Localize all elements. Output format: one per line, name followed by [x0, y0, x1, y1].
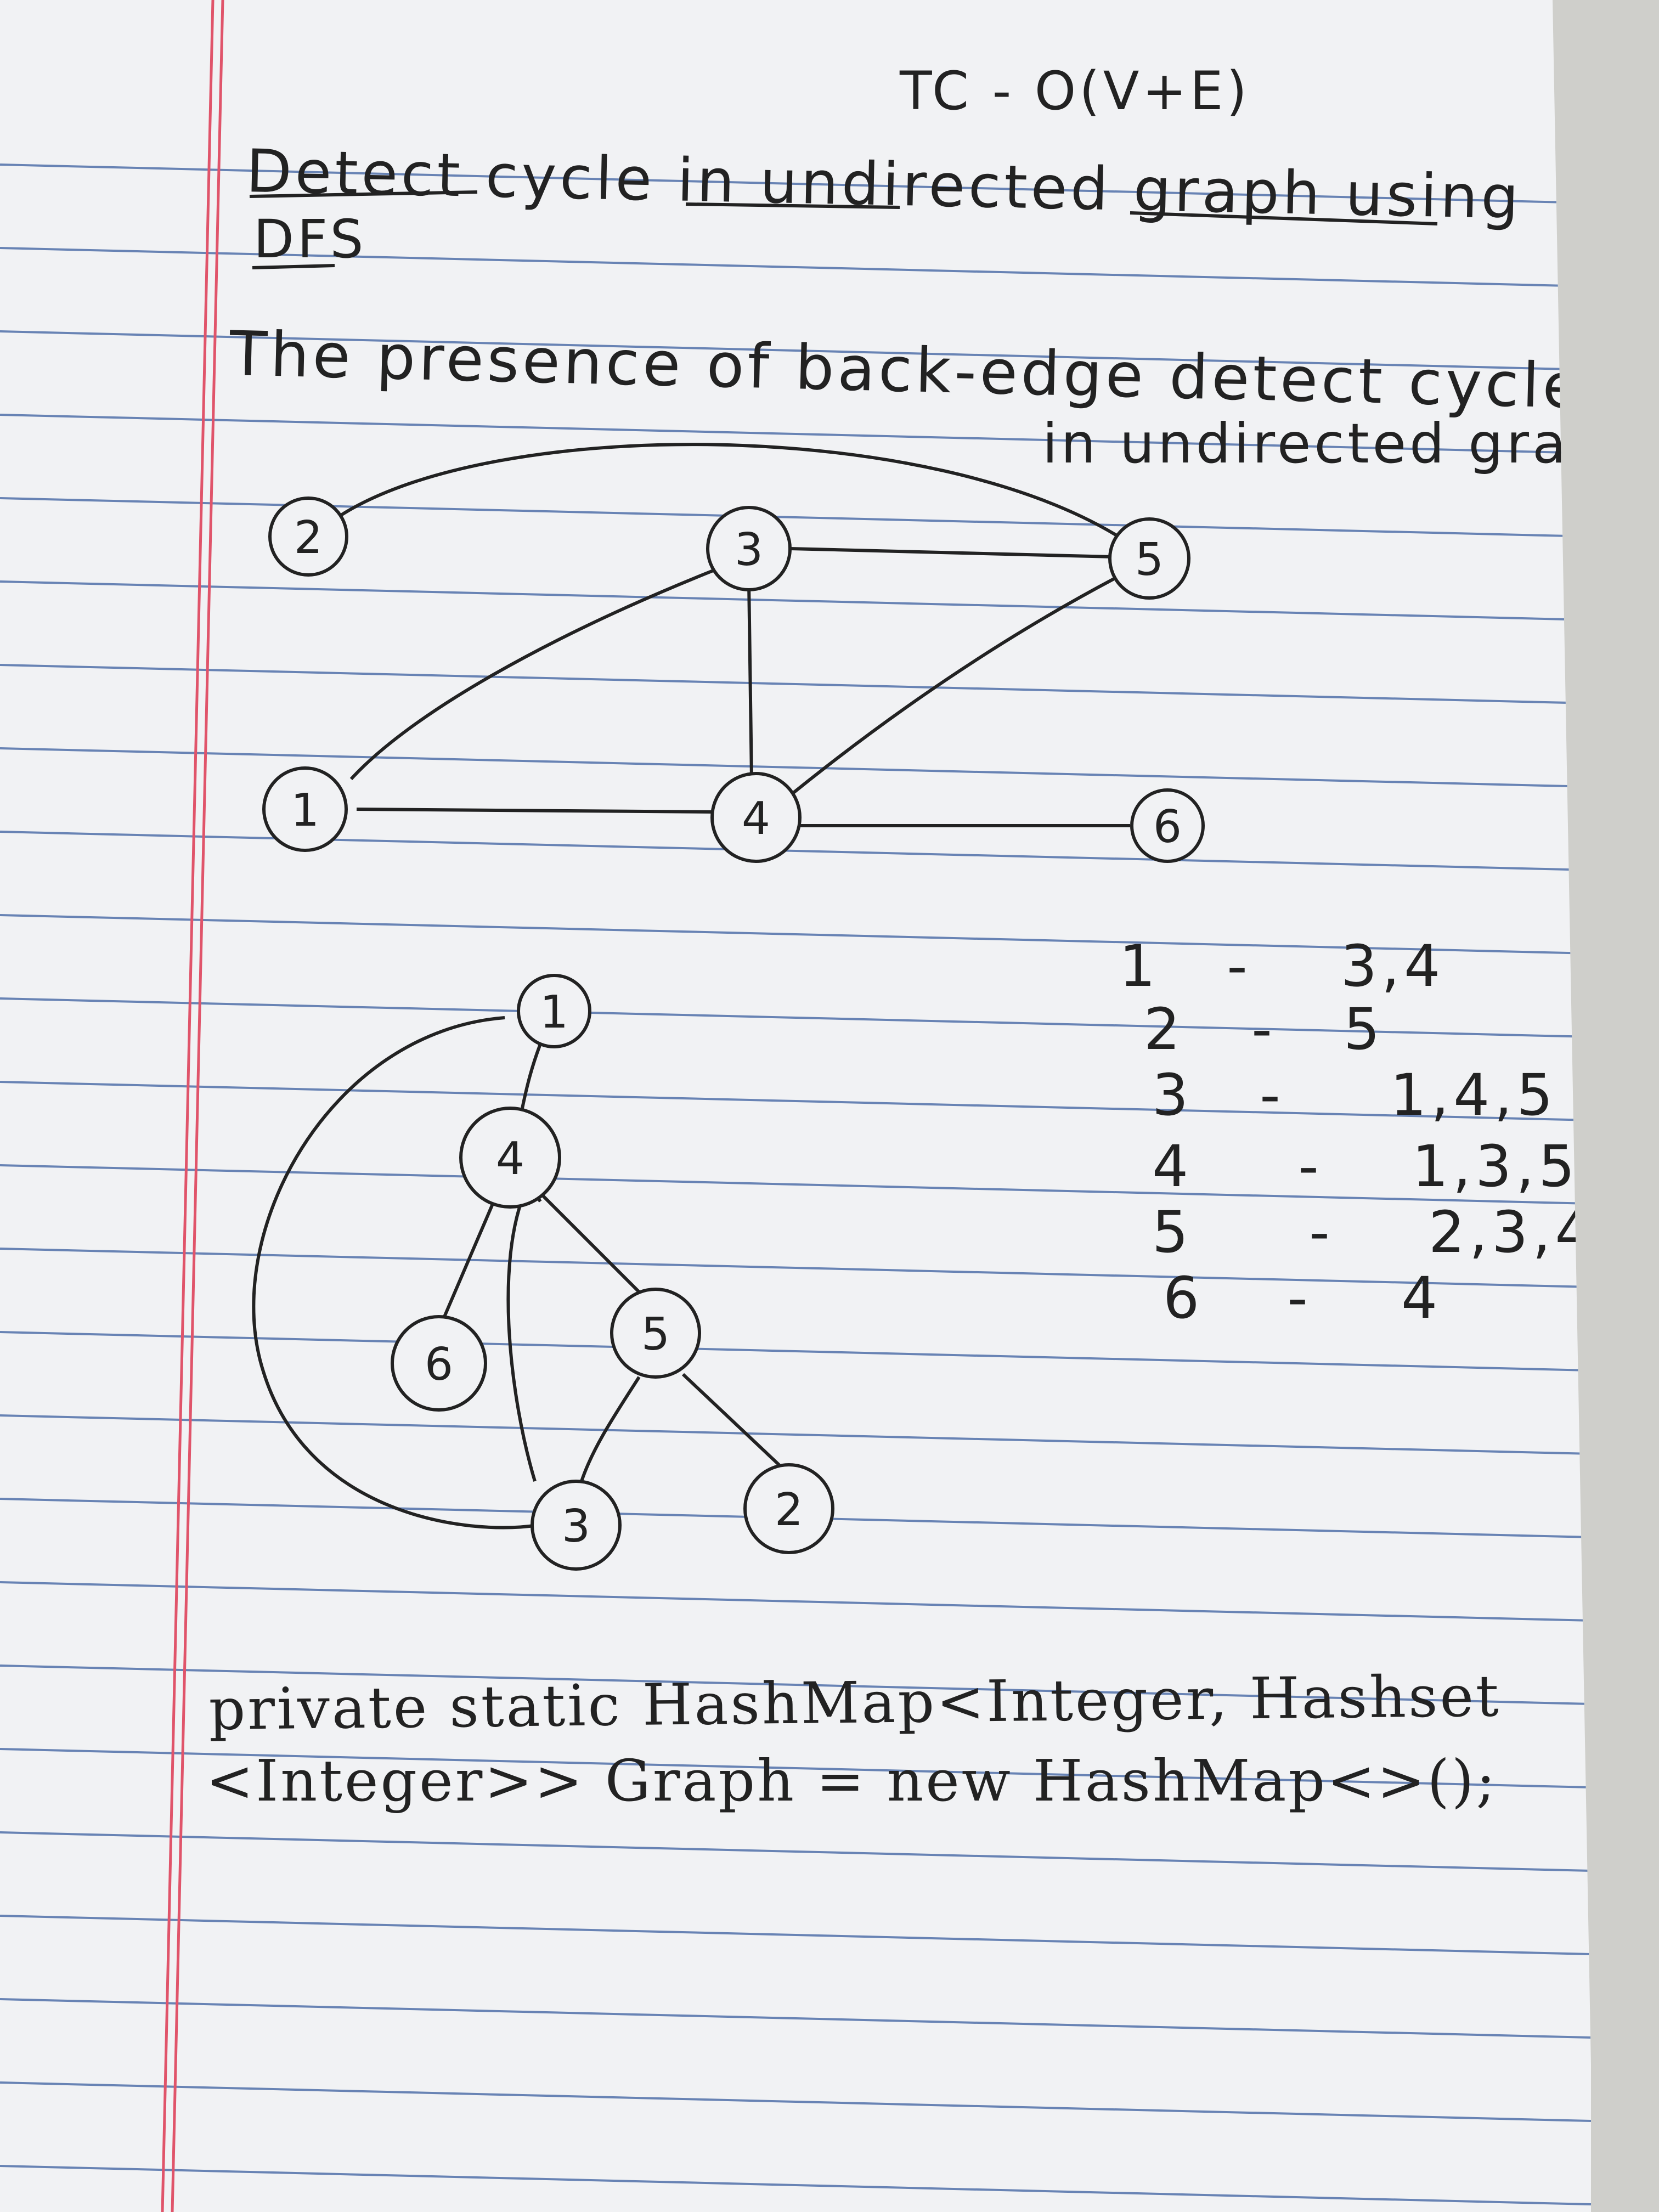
edge-2-5	[339, 443, 1126, 542]
ruled-lines	[0, 0, 1592, 2212]
back-edge-3-1	[252, 1016, 538, 1530]
ruled-line	[0, 1581, 1592, 1622]
adj-node: 2	[1144, 996, 1185, 1063]
adj-dash: -	[1287, 1265, 1312, 1331]
node-label: 5	[641, 1308, 670, 1361]
ruled-line	[0, 1915, 1592, 1955]
ruled-line	[0, 1164, 1592, 1205]
adj-dash: -	[1298, 1133, 1323, 1200]
ruled-line	[0, 997, 1592, 1038]
note-line-2: in undirected graph.	[1042, 411, 1659, 476]
margin-line	[171, 0, 224, 2212]
ruled-line	[0, 1248, 1592, 1288]
tree-node	[391, 1315, 487, 1412]
margin-line	[161, 0, 215, 2212]
tree-edge-5-3	[580, 1376, 641, 1482]
ruled-line	[0, 2081, 1592, 2122]
ruled-line	[0, 1831, 1592, 1872]
adjacency-row: 3 - 1,4,5	[1152, 1062, 1558, 1128]
tree-node	[459, 1107, 561, 1209]
ruled-line	[0, 247, 1592, 287]
ruled-line	[0, 1331, 1592, 1372]
node-label: 2	[294, 512, 323, 564]
code-line-2: <Integer>> Graph = new HashMap<>();	[206, 1747, 1498, 1814]
adjacency-row: 1 - 3,4	[1119, 933, 1444, 1000]
node-label: 5	[1135, 534, 1164, 586]
notebook-page: TC - O(V+E) Detect cycle in undirected g…	[0, 0, 1594, 2212]
ruled-line	[0, 2165, 1592, 2205]
edge-1-4	[356, 808, 714, 814]
ruled-line	[0, 1081, 1592, 1121]
graph-node	[268, 496, 348, 577]
ruled-line	[0, 163, 1592, 204]
edge-3-4	[747, 581, 753, 780]
ruled-line	[0, 1664, 1592, 1705]
page-title-continued: DFS	[253, 208, 367, 270]
graph-node	[1108, 517, 1190, 600]
node-label: 4	[496, 1133, 524, 1185]
adjacency-row: 5 - 2,3,4	[1152, 1199, 1596, 1266]
ruled-line	[0, 831, 1592, 871]
adj-dash: -	[1260, 1062, 1285, 1128]
complexity-note: TC - O(V+E)	[900, 60, 1250, 122]
adj-node: 1	[1119, 933, 1160, 1000]
tree-edge-4-5	[541, 1194, 644, 1296]
node-label: 1	[540, 986, 568, 1039]
ruled-line	[0, 1414, 1592, 1455]
node-label: 1	[291, 785, 319, 837]
adj-neighbors: 2,3,4	[1428, 1199, 1596, 1266]
graph-node	[1130, 788, 1205, 863]
dfs-tree: 1 4 6 5 3 2	[252, 974, 834, 1571]
back-edge-3-4	[506, 1187, 537, 1482]
adj-node: 4	[1152, 1133, 1193, 1200]
tree-node	[743, 1463, 834, 1554]
edge-3-1	[349, 569, 714, 781]
ruled-line	[0, 580, 1592, 621]
tree-node	[517, 974, 591, 1048]
adj-dash: -	[1227, 933, 1252, 1000]
ruled-line	[0, 414, 1592, 454]
adj-neighbors: 4	[1401, 1265, 1442, 1331]
edge-4-5	[789, 574, 1120, 797]
adj-neighbors: 3,4	[1340, 933, 1445, 1000]
adj-node: 5	[1152, 1199, 1193, 1266]
tree-edge-4-6	[443, 1200, 495, 1318]
adj-neighbors: 1,4,5	[1390, 1062, 1558, 1128]
tree-node	[610, 1288, 701, 1379]
adjacency-row: 6 - 4	[1163, 1265, 1442, 1331]
ruled-line	[0, 1998, 1592, 2039]
node-label: 6	[1153, 801, 1182, 853]
adj-neighbors: 1,3,5,6	[1412, 1133, 1643, 1200]
ruled-line	[0, 747, 1592, 788]
graph-node	[706, 506, 792, 591]
title-underlines	[249, 190, 1438, 269]
adjacency-row: 4 - 1,3,5,6	[1152, 1133, 1643, 1200]
ruled-line	[0, 914, 1592, 955]
adj-dash: -	[1309, 1199, 1334, 1266]
ruled-line	[0, 664, 1592, 704]
adjacency-row: 2 - 5	[1144, 996, 1384, 1063]
node-label: 2	[775, 1484, 803, 1536]
node-label: 3	[735, 524, 763, 576]
tree-edge-1-4	[520, 1036, 545, 1114]
node-label: 3	[562, 1500, 590, 1553]
edge-3-5	[789, 547, 1114, 558]
adj-neighbors: 5	[1343, 996, 1385, 1063]
code-line-1: private static HashMap<Integer, Hashset	[208, 1662, 1502, 1743]
adj-node: 6	[1163, 1265, 1204, 1331]
graph-node	[710, 772, 802, 863]
node-label: 6	[425, 1339, 453, 1391]
ruled-line	[0, 497, 1592, 538]
ruled-line	[0, 330, 1592, 371]
tree-edge-5-2	[681, 1373, 781, 1466]
ruled-line	[0, 1748, 1592, 1788]
adj-dash: -	[1251, 996, 1277, 1063]
graph-node	[262, 766, 348, 852]
undirected-graph: 2 3 5 1 4 6	[262, 443, 1205, 863]
adj-node: 3	[1152, 1062, 1193, 1128]
node-label: 4	[742, 793, 770, 845]
tree-node	[531, 1480, 622, 1571]
